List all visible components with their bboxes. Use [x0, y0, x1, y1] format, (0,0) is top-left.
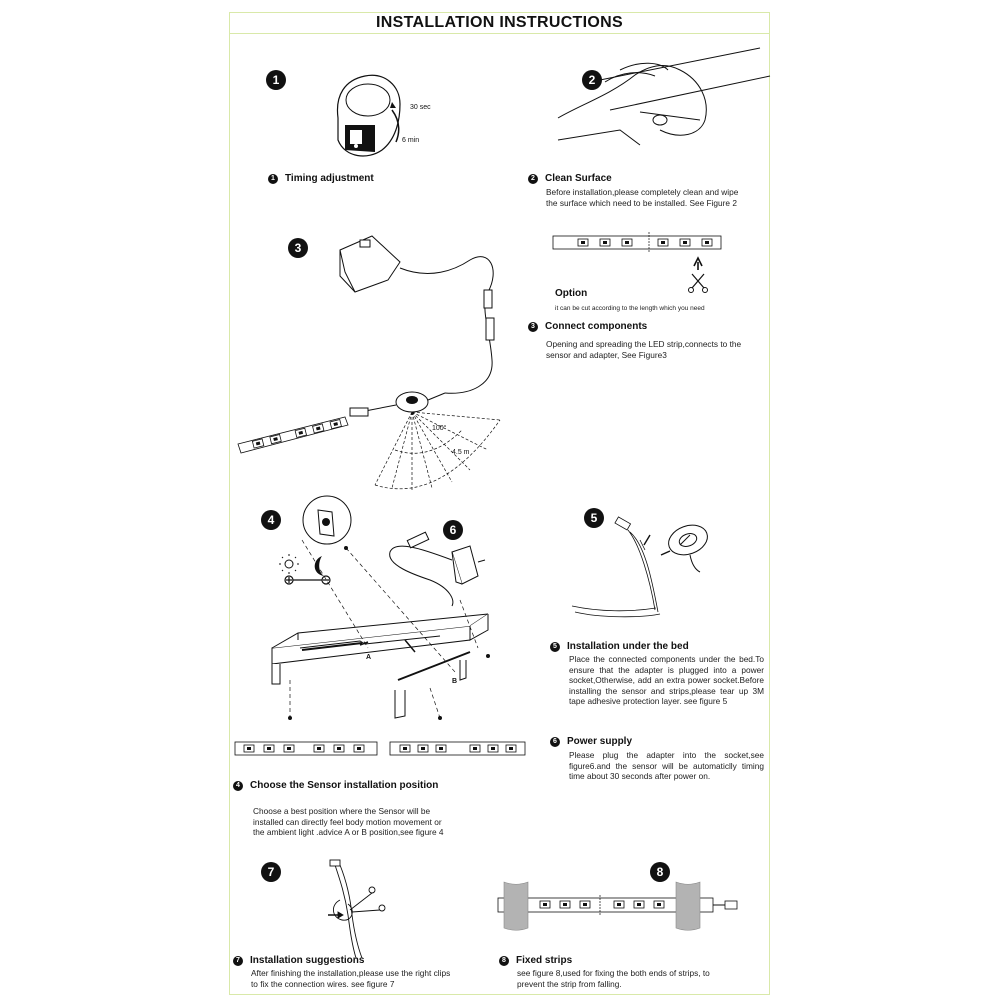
sensor-illustration-fig3 — [350, 392, 445, 416]
step-7-number: 7 — [233, 956, 243, 966]
bed-point-a: A — [366, 654, 371, 661]
step-8-title: Fixed strips — [516, 955, 572, 966]
figure-badge-5: 5 — [584, 508, 604, 528]
fixed-strip-fig8 — [498, 882, 737, 930]
step-4-heading: 4 Choose the Sensor installation positio… — [233, 780, 438, 791]
step-5-title: Installation under the bed — [567, 641, 689, 652]
step-2-text: Before installation,please completely cl… — [546, 187, 746, 208]
step-8-number: 8 — [499, 956, 509, 966]
figure-badge-6: 6 — [443, 520, 463, 540]
timing-label-30sec: 30 sec — [410, 104, 431, 111]
step-5-number: 5 — [550, 642, 560, 652]
step-4-number: 4 — [233, 781, 243, 791]
step-2-number: 2 — [528, 174, 538, 184]
step-2-heading: 2 Clean Surface — [528, 173, 612, 184]
sensor-mount-fig5 — [661, 520, 712, 572]
detection-cone-fig3 — [375, 412, 500, 490]
step-4-title: Choose the Sensor installation position — [250, 780, 438, 791]
adapter-illustration-fig6 — [390, 532, 485, 606]
bed-point-b: B — [452, 678, 457, 685]
step-3-text: Opening and spreading the LED strip,conn… — [546, 339, 756, 360]
step-6-title: Power supply — [567, 736, 632, 747]
led-strip-fig4-left — [235, 742, 377, 755]
moon-icon — [315, 556, 324, 576]
figure-badge-7: 7 — [261, 862, 281, 882]
option-text: it can be cut according to the length wh… — [555, 305, 705, 312]
led-strip-fig4-right — [390, 742, 525, 755]
scissors-icon — [689, 258, 708, 293]
bed-frame-illustration — [272, 614, 488, 718]
step-5-text: Place the connected components under the… — [569, 654, 764, 707]
step-3-number: 3 — [528, 322, 538, 332]
figure-badge-4: 4 — [261, 510, 281, 530]
sensor-closeup-fig4 — [303, 496, 351, 544]
step-5-heading: 5 Installation under the bed — [550, 641, 689, 652]
detection-range-label: 4.5 m — [452, 449, 470, 456]
step-8-text: see figure 8,used for fixing the both en… — [517, 968, 722, 989]
step-6-heading: 6 Power supply — [550, 736, 632, 747]
step-1-title: Timing adjustment — [285, 173, 374, 184]
led-strip-fig3 — [238, 417, 348, 453]
step-7-heading: 7 Installation suggestions — [233, 955, 364, 966]
figure-badge-2: 2 — [582, 70, 602, 90]
step-2-title: Clean Surface — [545, 173, 612, 184]
step-8-heading: 8 Fixed strips — [499, 955, 572, 966]
figure-badge-3: 3 — [288, 238, 308, 258]
step-1-heading: 1 Timing adjustment — [268, 173, 374, 184]
figure-badge-8: 8 — [650, 862, 670, 882]
sensor-illustration-fig1 — [337, 75, 400, 156]
step-6-number: 6 — [550, 737, 560, 747]
figure-badge-1: 1 — [266, 70, 286, 90]
option-title: Option — [555, 288, 587, 299]
clip-illustration-fig7 — [328, 860, 385, 958]
led-strip-fig2 — [553, 232, 721, 253]
detection-angle-label: 100° — [432, 425, 446, 432]
step-4-text: Choose a best position where the Sensor … — [253, 806, 453, 838]
step-1-number: 1 — [268, 174, 278, 184]
cable-illustration-fig5 — [572, 517, 660, 617]
adapter-illustration-fig3 — [340, 236, 494, 393]
adjust-knob-icon — [285, 576, 330, 584]
sun-icon — [279, 554, 299, 574]
step-7-title: Installation suggestions — [250, 955, 364, 966]
step-3-title: Connect components — [545, 321, 647, 332]
step-7-text: After finishing the installation,please … — [251, 968, 456, 989]
timing-label-6min: 6 min — [402, 137, 419, 144]
step-3-heading: 3 Connect components — [528, 321, 647, 332]
step-6-text: Please plug the adapter into the socket,… — [569, 750, 764, 782]
hand-wiping-illustration-fig2 — [558, 48, 770, 145]
option-heading: Option — [555, 288, 587, 299]
